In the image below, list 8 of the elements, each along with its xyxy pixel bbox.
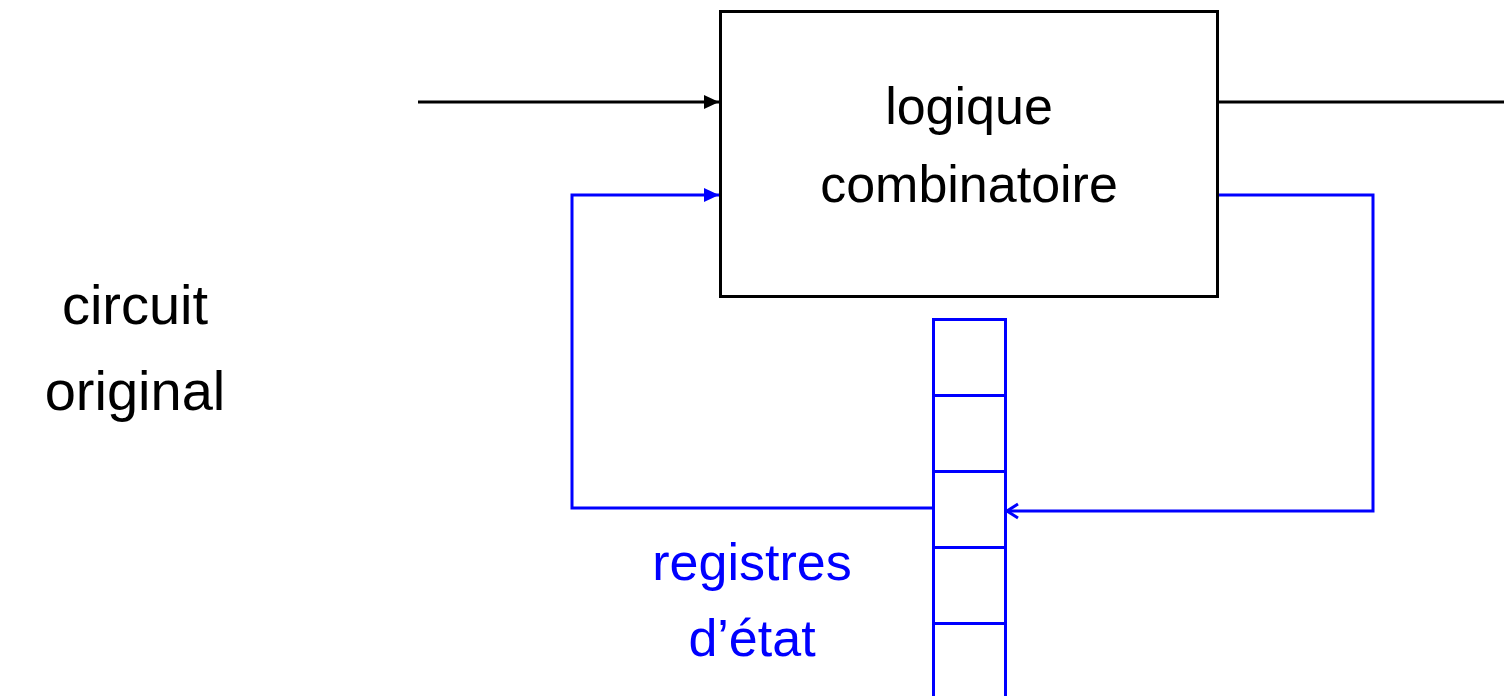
side-label: circuit original <box>43 272 227 424</box>
arrow <box>1005 193 1375 520</box>
arrow <box>418 95 719 109</box>
box-label: logique combinatoire <box>819 76 1119 215</box>
register-bar <box>932 318 1007 696</box>
arrow <box>570 188 932 510</box>
register-caption: registres d’état <box>651 532 853 669</box>
process-box <box>719 10 1219 298</box>
